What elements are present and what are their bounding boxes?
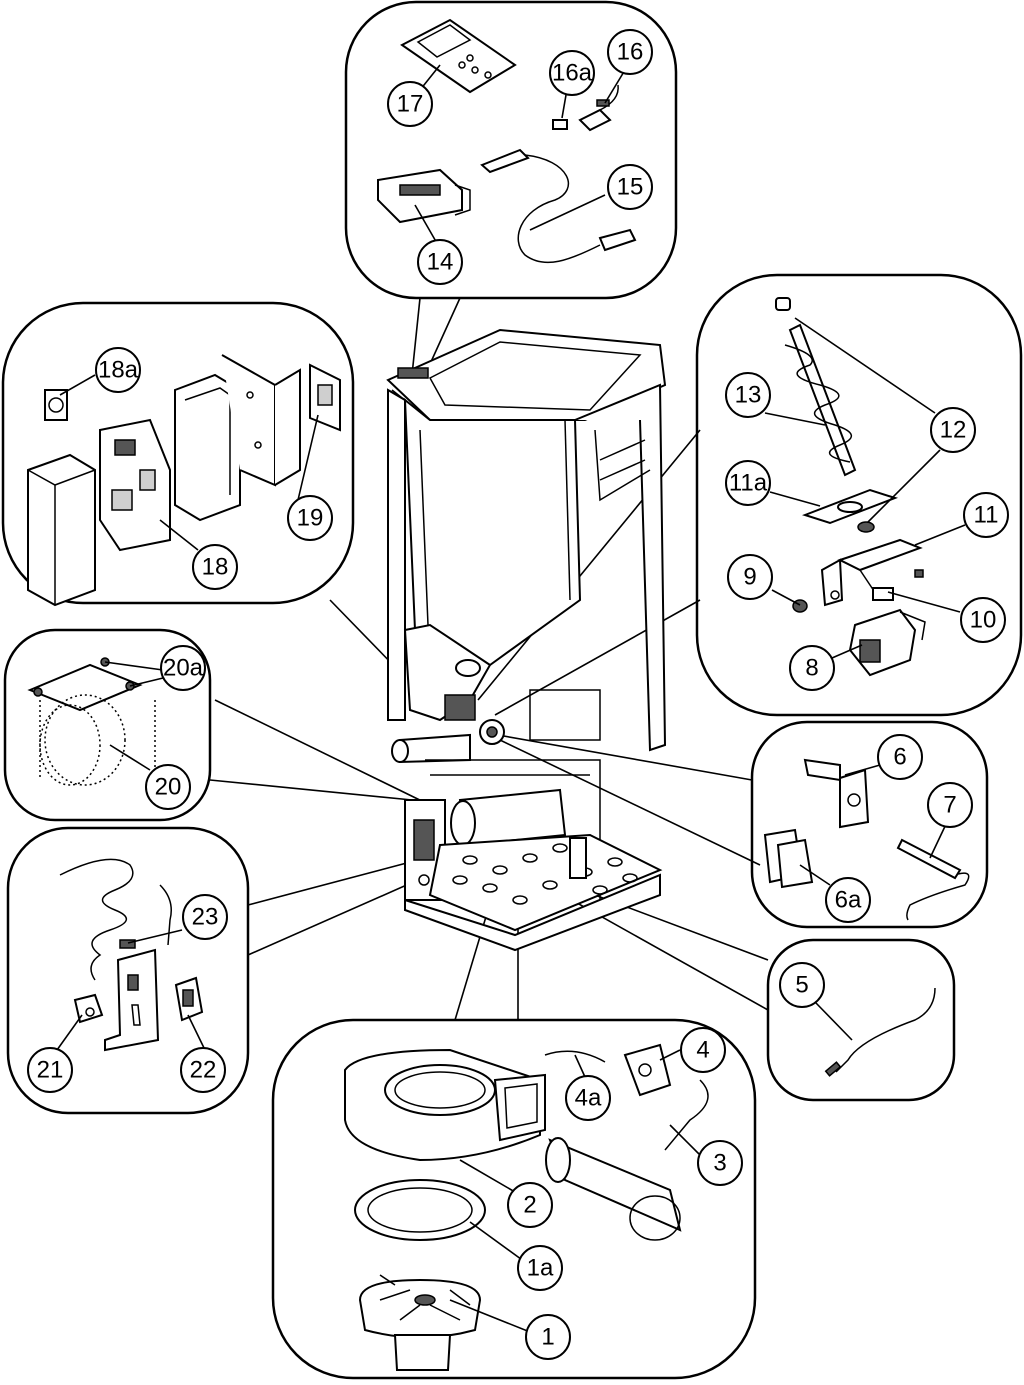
callout-label: 5 — [795, 972, 808, 999]
gasket-part — [354, 1179, 486, 1241]
heat-exchanger-part — [27, 657, 156, 786]
callout-label: 13 — [735, 382, 762, 409]
callout-12: 12 — [930, 407, 976, 453]
callout-label: 16 — [617, 39, 644, 66]
stove-main-unit — [386, 328, 667, 952]
callout-16a: 16a — [549, 50, 595, 96]
callout-label: 20a — [163, 655, 204, 682]
fan-housing-part — [344, 1048, 546, 1162]
callout-11a: 11a — [725, 460, 771, 506]
sensor-connector-part — [552, 84, 619, 132]
callout-2: 2 — [507, 1182, 553, 1228]
callout-18: 18 — [192, 544, 238, 590]
callout-20: 20 — [145, 764, 191, 810]
callout-label: 23 — [192, 904, 219, 931]
callout-7: 7 — [927, 782, 973, 828]
switch-part — [174, 976, 204, 1022]
callout-21: 21 — [27, 1047, 73, 1093]
callout-23: 23 — [182, 894, 228, 940]
callout-label: 8 — [805, 655, 818, 682]
callout-label: 1 — [541, 1324, 554, 1351]
callout-label: 17 — [397, 91, 424, 118]
auger-part — [775, 297, 926, 677]
callout-label: 4 — [696, 1037, 709, 1064]
main-board-part — [44, 389, 171, 552]
callout-18a: 18a — [95, 347, 141, 393]
callout-5: 5 — [779, 962, 825, 1008]
remote-control-part — [400, 18, 517, 94]
callout-4: 4 — [680, 1027, 726, 1073]
callout-14: 14 — [417, 239, 463, 285]
callout-8: 8 — [789, 645, 835, 691]
callout-label: 4a — [575, 1085, 602, 1112]
callout-label: 6 — [893, 744, 906, 771]
callout-11: 11 — [963, 492, 1009, 538]
callout-label: 18 — [202, 554, 229, 581]
callout-3: 3 — [697, 1140, 743, 1186]
callout-label: 19 — [297, 505, 324, 532]
callout-label: 2 — [523, 1192, 536, 1219]
callout-17: 17 — [387, 81, 433, 127]
callout-label: 20 — [155, 774, 182, 801]
callout-19: 19 — [287, 495, 333, 541]
door-part — [763, 758, 870, 889]
callout-label: 22 — [190, 1057, 217, 1084]
callout-label: 9 — [743, 564, 756, 591]
callout-6: 6 — [877, 734, 923, 780]
callout-4a: 4a — [565, 1075, 611, 1121]
callout-label: 11 — [974, 502, 999, 529]
callout-6a: 6a — [825, 877, 871, 923]
callout-label: 10 — [970, 607, 997, 634]
temperature-sensor-part — [896, 838, 970, 921]
display-board-part — [377, 168, 471, 224]
ribbon-cable-part — [480, 148, 637, 264]
callout-leaders — [56, 64, 966, 1333]
callout-label: 3 — [713, 1150, 726, 1177]
callout-1: 1 — [525, 1314, 571, 1360]
callout-label: 18a — [98, 357, 139, 384]
callout-16: 16 — [607, 29, 653, 75]
callout-15: 15 — [607, 164, 653, 210]
callout-1a: 1a — [517, 1245, 563, 1291]
callout-20a: 20a — [160, 645, 206, 691]
callout-label: 1a — [527, 1255, 554, 1282]
callout-label: 21 — [37, 1057, 64, 1084]
callout-label: 7 — [943, 792, 956, 819]
callout-22: 22 — [180, 1047, 226, 1093]
small-board-part — [309, 363, 341, 432]
bracket-part — [104, 939, 160, 1052]
fan-motor-part — [358, 1274, 482, 1371]
callout-label: 12 — [940, 417, 967, 444]
callout-9: 9 — [727, 554, 773, 600]
callout-10: 10 — [960, 597, 1006, 643]
pressure-switch-part — [544, 1043, 709, 1151]
callout-label: 16a — [552, 60, 593, 87]
callout-label: 14 — [427, 249, 454, 276]
callout-label: 15 — [617, 174, 644, 201]
probe-part — [824, 987, 936, 1077]
callout-label: 11a — [729, 470, 768, 497]
callout-label: 6a — [835, 887, 862, 914]
base-holes — [452, 843, 638, 905]
callout-13: 13 — [725, 372, 771, 418]
ignitor-part — [545, 1137, 682, 1241]
cover-part — [27, 453, 96, 607]
housing-part — [174, 354, 301, 522]
